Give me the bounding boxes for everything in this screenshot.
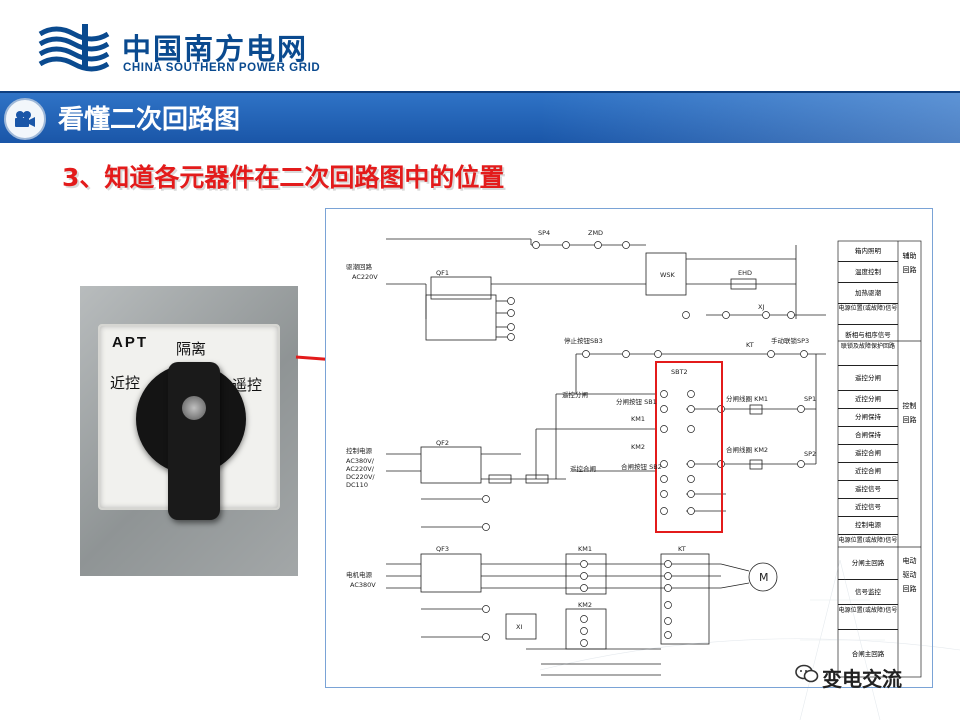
label-xj: XJ xyxy=(758,303,764,311)
camera-icon xyxy=(15,111,35,127)
logo-english-name: CHINA SOUTHERN POWER GRID xyxy=(123,62,321,74)
table-cell-interlock: 联锁及故障保护回路 xyxy=(838,341,898,366)
label-remote-open: 遥控分闸 xyxy=(562,390,588,399)
table-cell-remote-open: 遥控分闸 xyxy=(838,366,898,391)
circuit-diagram: 驱潮回路 AC220V QF1 SP4 ZMD WSK EHD XJ 停止按钮S… xyxy=(325,208,933,688)
sbt2-highlight-box xyxy=(655,361,723,533)
label-km2: KM2 xyxy=(631,443,645,451)
decorative-background xyxy=(540,560,960,720)
label-kt-main: KT xyxy=(678,545,686,553)
label-ehd: EHD xyxy=(738,269,752,277)
title-bar: 看懂二次回路图 xyxy=(0,91,960,143)
table-cell-temp: 温度控制 xyxy=(838,262,898,283)
label-control-voltage-1: AC380V/ xyxy=(346,457,375,465)
table-group-control: 联锁及故障保护回路 遥控分闸 近控分闸 分闸保持 合闸保持 遥控合闸 近控合闸 … xyxy=(838,341,898,559)
table-cell-open-main: 分闸主回路 xyxy=(838,547,898,580)
label-xi: XI xyxy=(516,623,522,631)
label-remote-close: 遥控合闸 xyxy=(570,464,596,473)
plate-label-local: 近控 xyxy=(110,374,141,392)
circuit-diagram-svg: 驱潮回路 AC220V QF1 SP4 ZMD WSK EHD XJ 停止按钮S… xyxy=(346,229,922,678)
label-control-power: 控制电源 xyxy=(346,446,373,455)
table-cell-pos-signal-3: 电源位置(或故障)信号 xyxy=(838,605,898,630)
label-qf2: QF2 xyxy=(436,439,449,447)
label-sp1: SP1 xyxy=(804,395,816,403)
label-km2-main: KM2 xyxy=(578,601,592,609)
label-drive-circuit: 驱潮回路 xyxy=(346,262,373,271)
table-group-drive: 分闸主回路 信号监控 电源位置(或故障)信号 合闸主回路 xyxy=(838,547,898,678)
table-cell-phase: 断相与相序信号 xyxy=(845,331,891,339)
table-cell-close-main: 合闸主回路 xyxy=(851,650,885,658)
label-kt: KT xyxy=(746,341,754,349)
table-cell-open-hold: 分闸保持 xyxy=(838,409,898,427)
label-motor-power: 电机电源 xyxy=(346,570,373,579)
table-cell-lighting: 箱内照明 xyxy=(838,241,898,262)
label-sp4: SP4 xyxy=(538,229,550,237)
table-cell-close-hold: 合闸保持 xyxy=(838,427,898,445)
wechat-icon xyxy=(795,664,819,683)
table-group-aux-label: 辅助回路 xyxy=(902,252,917,274)
plate-label-remote: 遥控 xyxy=(232,376,263,394)
label-control-voltage-4: DC110 xyxy=(346,481,368,489)
table-group-control-label: 控制回路 xyxy=(902,402,917,424)
label-open-button: 分闸按钮 SB1 xyxy=(616,397,657,406)
table-cell-local-open: 近控分闸 xyxy=(838,391,898,409)
plate-label-isolate: 隔离 xyxy=(176,340,207,358)
table-cell-pos-signal-2: 电源位置(或故障)信号 xyxy=(838,537,898,544)
table-cell-remote-signal: 遥控信号 xyxy=(838,481,898,499)
table-group-drive-label: 电动驱动回路 xyxy=(902,557,917,593)
label-sbt2: SBT2 xyxy=(671,368,688,376)
label-sp3: 手动联锁SP3 xyxy=(771,336,809,345)
label-qf3: QF3 xyxy=(436,545,449,553)
table-cell-local-signal: 近控信号 xyxy=(838,499,898,517)
slide-subtitle: 3、知道各元器件在二次回路图中的位置 xyxy=(62,163,505,192)
label-km1: KM1 xyxy=(631,415,645,423)
table-cell-control-power: 控制电源 xyxy=(838,517,898,535)
label-sb3: 停止按钮SB3 xyxy=(564,336,603,345)
label-km1-main: KM1 xyxy=(578,545,592,553)
watermark-text: 变电交流 xyxy=(822,667,902,691)
label-zmd: ZMD xyxy=(588,229,603,237)
table-cell-local-close: 近控合闸 xyxy=(838,463,898,481)
label-close-coil: 合闸线圈 KM2 xyxy=(726,445,768,454)
table-cell-heating: 加热驱潮 xyxy=(838,283,898,304)
handle-screw xyxy=(182,396,206,420)
header: 中国南方电网 CHINA SOUTHERN POWER GRID xyxy=(0,0,960,90)
label-sp2: SP2 xyxy=(804,450,816,458)
label-close-button: 合闸按钮 SB2 xyxy=(621,462,662,471)
label-control-voltage-2: AC220V/ xyxy=(346,465,375,473)
page-title: 看懂二次回路图 xyxy=(58,105,241,135)
logo-chinese-name: 中国南方电网 xyxy=(122,32,309,66)
label-open-coil: 分闸线圈 KM1 xyxy=(726,394,768,403)
switch-handle xyxy=(168,362,220,520)
label-qf1: QF1 xyxy=(436,269,449,277)
label-motor-voltage: AC380V xyxy=(350,581,376,589)
motor-symbol: M xyxy=(759,571,769,584)
camera-icon-badge xyxy=(4,98,46,140)
table-cell-remote-close: 遥控合闸 xyxy=(838,445,898,463)
csg-logo-icon xyxy=(38,24,110,72)
label-wsk: WSK xyxy=(660,271,676,279)
table-cell-signal-monitor: 信号监控 xyxy=(838,580,898,605)
label-drive-voltage: AC220V xyxy=(352,273,378,281)
label-control-voltage-3: DC220V/ xyxy=(346,473,375,481)
table-cell-pos-signal-1: 电源位置(或故障)信号 xyxy=(838,304,898,325)
switch-photo: APT 隔离 近控 遥控 xyxy=(80,286,298,576)
table-group-aux: 箱内照明 温度控制 加热驱潮 电源位置(或故障)信号 断相与相序信号 xyxy=(838,241,898,345)
plate-brand: APT xyxy=(112,334,148,351)
